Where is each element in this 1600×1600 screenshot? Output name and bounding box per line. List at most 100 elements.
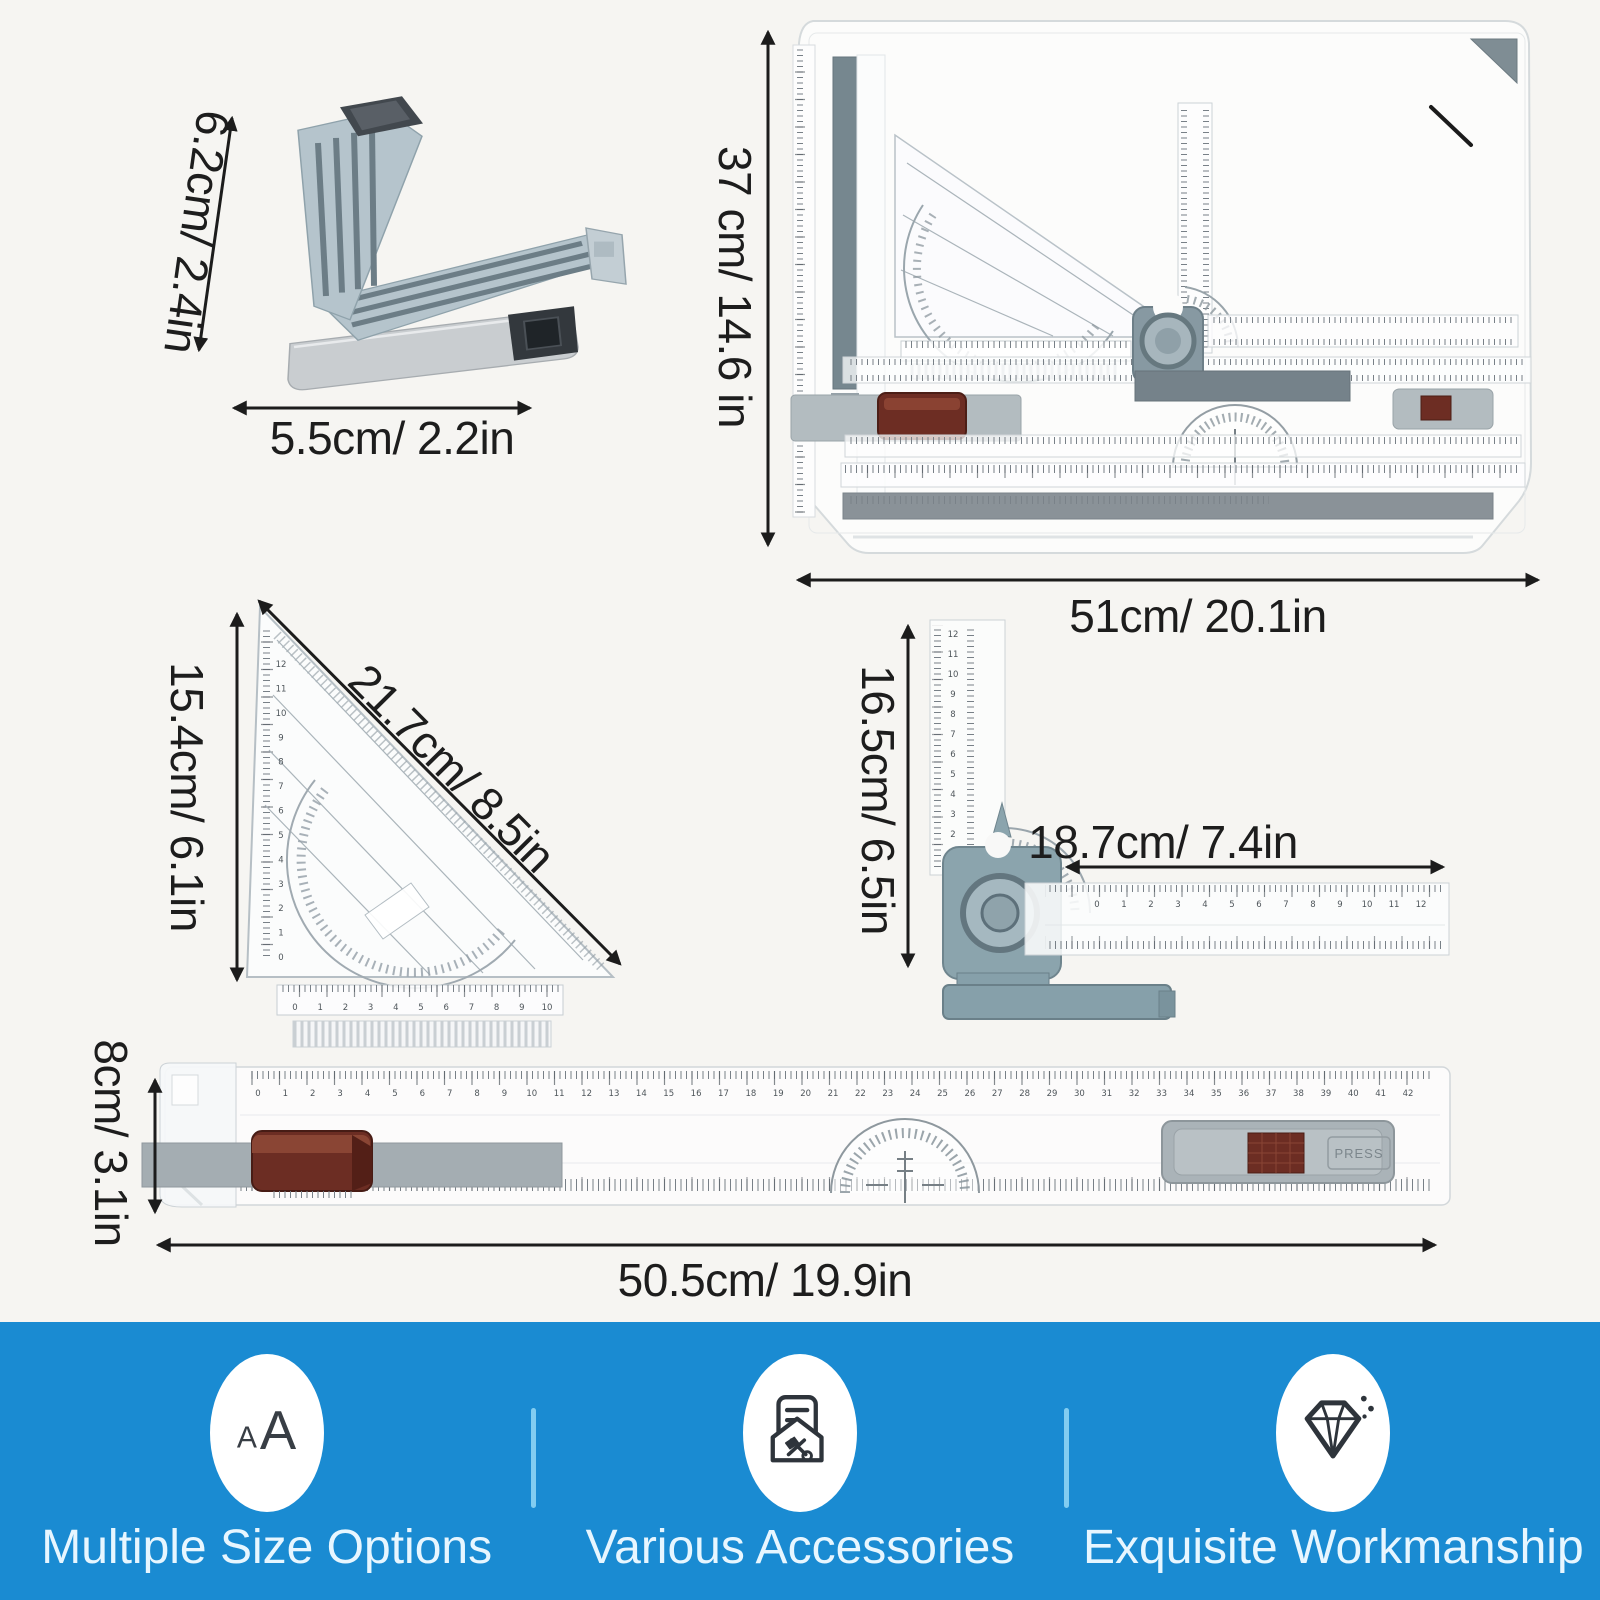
svg-text:5: 5 [392,1089,397,1099]
board-width-label: 51cm/ 20.1in [1069,590,1327,642]
board-center-mechanism [842,286,1532,402]
svg-text:8: 8 [950,710,955,720]
feature-label: Various Accessories [585,1521,1015,1574]
svg-text:6: 6 [443,1003,448,1013]
accessories-icon [770,1395,824,1463]
svg-text:7: 7 [469,1003,474,1013]
svg-text:10: 10 [526,1089,537,1099]
band-divider [531,1408,536,1508]
svg-text:18: 18 [745,1089,756,1099]
svg-text:1: 1 [317,1003,322,1013]
svg-text:4: 4 [950,790,955,800]
svg-text:23: 23 [882,1089,893,1099]
svg-text:8: 8 [494,1003,499,1013]
angle-ruler-height-label: 16.5cm/ 6.5in [852,665,904,935]
svg-text:4: 4 [1202,900,1207,910]
svg-text:26: 26 [964,1089,975,1099]
feature-band: A A Multiple Size Options Variou [0,1322,1600,1600]
feature-label: Exquisite Workmanship [1082,1521,1584,1574]
svg-text:12: 12 [1416,900,1427,910]
angle-ruler-width-label: 18.7cm/ 7.4in [1028,816,1298,868]
svg-text:24: 24 [910,1089,921,1099]
svg-text:10: 10 [1362,900,1373,910]
svg-text:12: 12 [581,1089,592,1099]
svg-text:27: 27 [992,1089,1003,1099]
diamond-icon [1305,1395,1375,1459]
svg-text:14: 14 [636,1089,647,1099]
svg-text:8: 8 [1310,900,1315,910]
clip-height-arrow [193,115,238,353]
board-tsquare [790,388,1494,442]
svg-text:34: 34 [1184,1089,1195,1099]
svg-text:3: 3 [337,1089,342,1099]
svg-text:2: 2 [950,830,955,840]
feature-size-options: A A Multiple Size Options [0,1322,533,1600]
svg-text:41: 41 [1375,1089,1386,1099]
svg-text:5: 5 [1229,900,1234,910]
svg-text:1: 1 [283,1089,288,1099]
svg-text:7: 7 [1283,900,1288,910]
svg-text:37: 37 [1266,1089,1277,1099]
svg-text:6: 6 [950,750,955,760]
svg-text:3: 3 [950,810,955,820]
ruler-left-clamp [141,1130,563,1198]
svg-text:9: 9 [950,690,955,700]
svg-text:21: 21 [828,1089,839,1099]
feature-label: Multiple Size Options [41,1521,493,1574]
svg-text:2: 2 [343,1003,348,1013]
svg-text:11: 11 [1389,900,1400,910]
svg-text:30: 30 [1074,1089,1085,1099]
svg-text:3: 3 [368,1003,373,1013]
svg-text:6: 6 [1256,900,1261,910]
svg-text:13: 13 [609,1089,620,1099]
svg-text:25: 25 [937,1089,948,1099]
feature-icon-circle: A A [209,1354,324,1512]
triangle-height-label: 15.4cm/ 6.1in [161,662,213,932]
ruler-right-slider: PRESS [1161,1120,1395,1184]
svg-text:32: 32 [1129,1089,1140,1099]
svg-text:0: 0 [1094,900,1099,910]
feature-workmanship: Exquisite Workmanship [1067,1322,1600,1600]
svg-text:19: 19 [773,1089,784,1099]
feature-accessories: Various Accessories [533,1322,1066,1600]
board-corner-clip-and-mark [1429,38,1518,147]
svg-text:29: 29 [1047,1089,1058,1099]
svg-text:22: 22 [855,1089,866,1099]
ruler-width-label: 50.5cm/ 19.9in [617,1254,913,1306]
corner-clip-image [287,96,627,391]
svg-text:5: 5 [950,770,955,780]
triangle-hypotenuse-arrow [257,599,622,966]
board-height-label: 37 cm/ 14.6 in [709,146,761,428]
svg-text:9: 9 [502,1089,507,1099]
svg-text:28: 28 [1019,1089,1030,1099]
svg-text:36: 36 [1238,1089,1249,1099]
band-divider [1064,1408,1069,1508]
svg-text:17: 17 [718,1089,729,1099]
svg-text:35: 35 [1211,1089,1222,1099]
svg-text:9: 9 [1337,900,1342,910]
press-label: PRESS [1334,1146,1383,1161]
svg-text:2: 2 [1148,900,1153,910]
ruler-height-label: 8cm/ 3.1in [85,1039,137,1247]
svg-text:4: 4 [365,1089,370,1099]
large-letter: A [259,1400,296,1461]
svg-text:33: 33 [1156,1089,1167,1099]
svg-text:15: 15 [663,1089,674,1099]
svg-text:5: 5 [418,1003,423,1013]
drawing-board-image [790,20,1533,554]
svg-text:10: 10 [948,670,959,680]
svg-text:16: 16 [691,1089,702,1099]
font-size-icon: A A [237,1400,297,1461]
svg-text:11: 11 [948,650,959,660]
svg-text:11: 11 [554,1089,565,1099]
svg-text:7: 7 [950,730,955,740]
angle-ruler-base [942,972,1176,1020]
